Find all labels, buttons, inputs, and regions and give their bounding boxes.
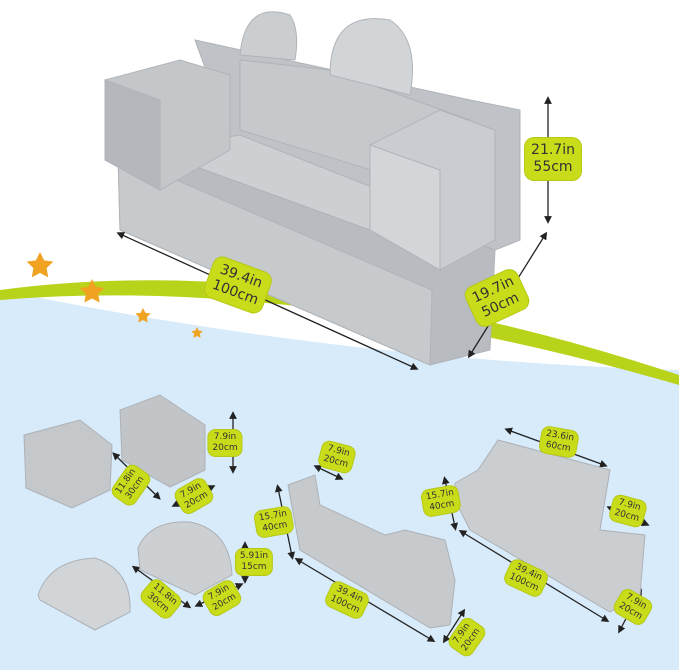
half-cylinder-1: [37, 557, 131, 631]
sofa-assembled: [104, 11, 521, 366]
height-in: 21.7in: [531, 142, 575, 158]
height-label: 21.7in 55cm: [525, 138, 581, 180]
star-icon: [26, 252, 54, 278]
cube-piece-1: [23, 419, 113, 509]
step-piece: [454, 439, 646, 613]
half-cylinder-2: [137, 521, 233, 596]
height-cm: 55cm: [533, 159, 573, 175]
cube-piece-2: [119, 394, 206, 488]
dimension-cm: 15cm: [241, 562, 267, 572]
dimension-cm: 20cm: [212, 443, 238, 453]
dimension-in: 5.91in: [239, 551, 269, 561]
dimension-in: 7.9in: [213, 432, 237, 442]
star-icon: [79, 279, 105, 303]
foam-pieces: [23, 394, 646, 631]
u-shaped-piece: [287, 474, 456, 629]
